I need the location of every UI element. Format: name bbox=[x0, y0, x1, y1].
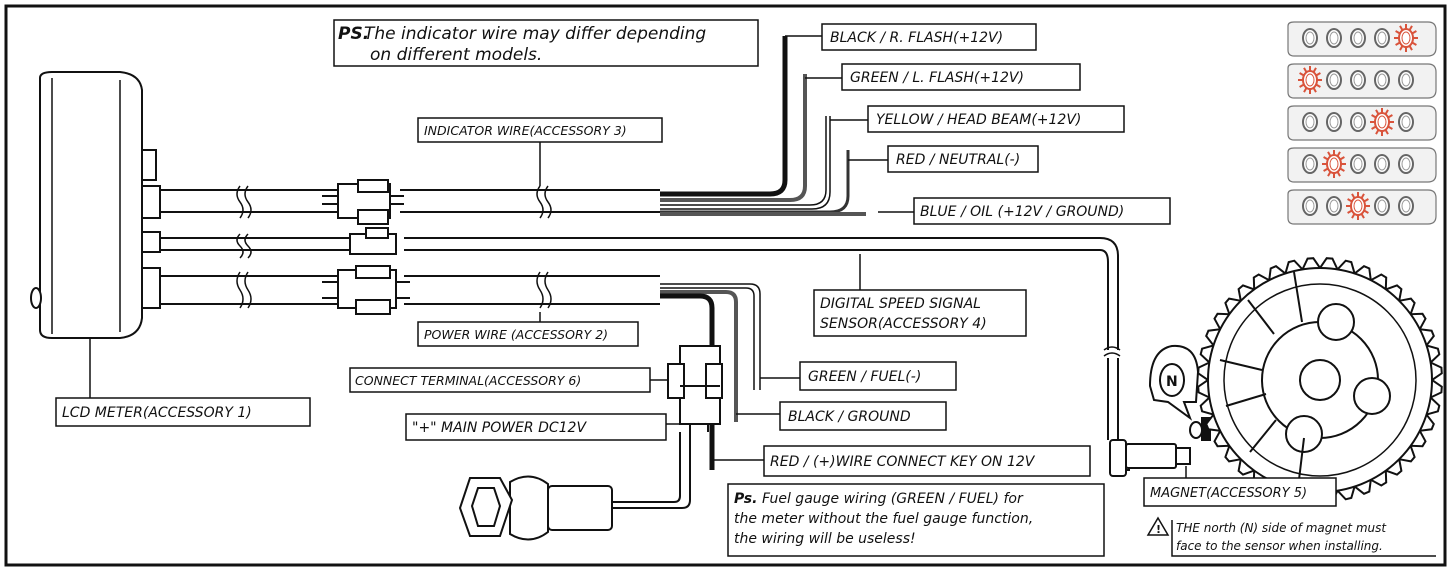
warning-frame bbox=[1171, 520, 1436, 557]
diagram-frame bbox=[4, 4, 1447, 567]
power-plug bbox=[458, 432, 691, 541]
ps-note-prefix: PS. bbox=[338, 24, 369, 44]
indicator-lamp bbox=[1374, 70, 1390, 90]
indicator-lamp bbox=[1350, 154, 1366, 174]
indicator-lamp bbox=[1398, 112, 1414, 132]
indicator-harness bbox=[160, 179, 660, 225]
label-connect-terminal: CONNECT TERMINAL(ACCESSORY 6) bbox=[355, 373, 581, 388]
wire-red-neutral bbox=[660, 150, 850, 214]
indicator-lamp-lit bbox=[1350, 196, 1366, 216]
warning-icon: ! bbox=[1146, 516, 1170, 536]
ps-note-line2: on different models. bbox=[370, 45, 542, 65]
indicator-lamp bbox=[1398, 70, 1414, 90]
indicator-lamp-lit bbox=[1302, 70, 1318, 90]
label-power-wire: POWER WIRE (ACCESSORY 2) bbox=[424, 327, 608, 342]
indicator-lamp bbox=[1398, 154, 1414, 174]
indicator-lamp bbox=[1326, 112, 1342, 132]
ps-note-line1: The indicator wire may differ depending bbox=[364, 24, 706, 44]
warning-line2: face to the sensor when installing. bbox=[1176, 539, 1383, 553]
indicator-breakouts bbox=[660, 36, 866, 216]
leader-lines bbox=[89, 35, 1187, 478]
indicator-panel bbox=[1287, 147, 1437, 183]
indicator-lamp bbox=[1350, 70, 1366, 90]
label-magnet: MAGNET(ACCESSORY 5) bbox=[1150, 486, 1307, 501]
indicator-lamp bbox=[1326, 196, 1342, 216]
warning-line1: THE north (N) side of magnet must bbox=[1176, 521, 1387, 535]
speed-sensor bbox=[1109, 417, 1211, 477]
wire-green-fuel bbox=[660, 283, 761, 390]
label-main-power: "+" MAIN POWER DC12V bbox=[412, 420, 587, 436]
magnet-letter: N bbox=[1166, 374, 1178, 390]
fuel-note-line1: Fuel gauge wiring (GREEN / FUEL) for bbox=[762, 491, 1024, 507]
indicator-lamp bbox=[1374, 196, 1390, 216]
label-speed-sensor-1: DIGITAL SPEED SIGNAL bbox=[820, 296, 981, 312]
fuel-note-line3: the wiring will be useless! bbox=[734, 531, 916, 547]
indicator-lamp-panels bbox=[1287, 21, 1437, 225]
label-red-neutral: RED / NEUTRAL(-) bbox=[896, 152, 1020, 168]
label-black-rflash: BLACK / R. FLASH(+12V) bbox=[830, 30, 1003, 46]
wire-green-lflash bbox=[660, 74, 807, 202]
indicator-lamp bbox=[1374, 28, 1390, 48]
lcd-meter bbox=[30, 71, 161, 339]
magnet-callout bbox=[1148, 344, 1200, 421]
indicator-lamp bbox=[1302, 112, 1318, 132]
label-green-lflash: GREEN / L. FLASH(+12V) bbox=[850, 70, 1024, 86]
label-speed-sensor-2: SENSOR(ACCESSORY 4) bbox=[820, 316, 987, 332]
wire-yellow-headbeam bbox=[660, 116, 827, 206]
power-harness bbox=[160, 265, 660, 315]
indicator-lamp bbox=[1350, 28, 1366, 48]
indicator-lamp bbox=[1302, 28, 1318, 48]
connect-terminal bbox=[667, 345, 723, 432]
indicator-lamp bbox=[1326, 70, 1342, 90]
label-red-key: RED / (+)WIRE CONNECT KEY ON 12V bbox=[770, 454, 1036, 470]
indicator-lamp-lit bbox=[1398, 28, 1414, 48]
wire-black-ground bbox=[660, 290, 738, 422]
indicator-panel bbox=[1287, 63, 1437, 99]
label-indicator-wire: INDICATOR WIRE(ACCESSORY 3) bbox=[424, 123, 627, 138]
fuel-note-prefix: Ps. bbox=[734, 491, 757, 507]
wire-red-key bbox=[660, 293, 715, 470]
label-blue-oil: BLUE / OIL (+12V / GROUND) bbox=[920, 204, 1124, 220]
indicator-panel bbox=[1287, 189, 1437, 225]
indicator-lamp bbox=[1302, 154, 1318, 174]
indicator-panel bbox=[1287, 105, 1437, 141]
indicator-lamp bbox=[1350, 112, 1366, 132]
indicator-lamp bbox=[1326, 28, 1342, 48]
fuel-note-line2: the meter without the fuel gauge functio… bbox=[734, 511, 1033, 527]
power-breakouts bbox=[660, 283, 761, 470]
label-black-ground: BLACK / GROUND bbox=[788, 409, 911, 425]
label-yellow-headbeam: YELLOW / HEAD BEAM(+12V) bbox=[876, 112, 1081, 128]
svg-text:!: ! bbox=[1156, 523, 1161, 536]
indicator-panel bbox=[1287, 21, 1437, 57]
label-lcd-meter: LCD METER(ACCESSORY 1) bbox=[62, 405, 252, 421]
brake-disc bbox=[1197, 257, 1443, 503]
label-green-fuel: GREEN / FUEL(-) bbox=[808, 369, 921, 385]
wire-black-rflash bbox=[660, 36, 788, 197]
indicator-lamp-lit bbox=[1374, 112, 1390, 132]
indicator-lamp bbox=[1398, 196, 1414, 216]
speed-sensor-harness bbox=[160, 227, 1121, 440]
indicator-lamp-lit bbox=[1326, 154, 1342, 174]
indicator-lamp bbox=[1302, 196, 1318, 216]
indicator-lamp bbox=[1374, 154, 1390, 174]
